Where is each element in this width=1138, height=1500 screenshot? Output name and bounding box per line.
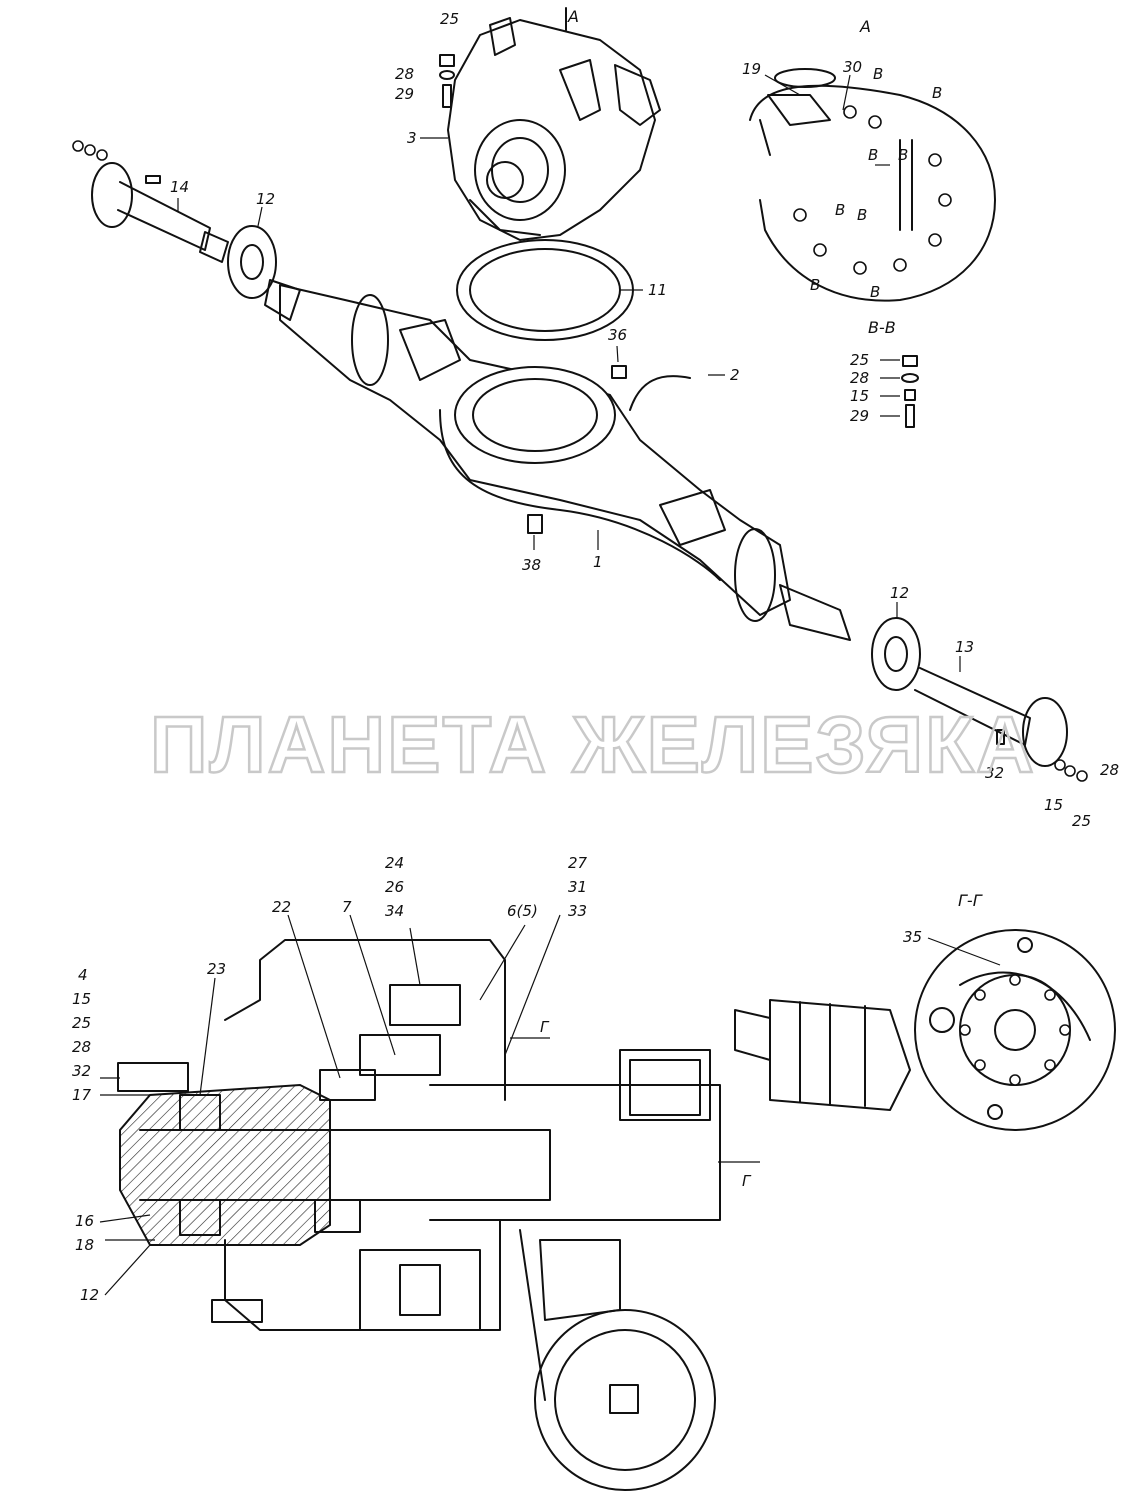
nut-25-top (439, 54, 455, 67)
callout-33: 33 (568, 902, 587, 920)
leader-lines (99, 74, 1001, 1296)
callout-12: 12 (80, 1286, 99, 1304)
stud-29-top (442, 84, 452, 108)
view-a-title: А (859, 17, 871, 36)
callout-4: 4 (78, 966, 88, 984)
plug-36 (611, 365, 627, 379)
labels: А А В-В Г-Г Г Г В В В В В В В В 25 28 29… (72, 7, 1119, 1304)
plug-38 (527, 514, 543, 534)
section-mark-b: В (868, 146, 878, 164)
section-mark-b: В (932, 84, 942, 102)
callout-28: 28 (72, 1038, 91, 1056)
callout-26: 26 (385, 878, 404, 896)
gasket-12-right (871, 617, 921, 691)
callout-15: 15 (72, 990, 91, 1008)
section-mark-b: В (810, 276, 820, 294)
final-drive-assembly (447, 7, 661, 241)
callout-28-right: 28 (1100, 761, 1119, 779)
section-mark-b: В (898, 146, 908, 164)
callout-36: 36 (608, 326, 627, 344)
hub-section-view (117, 939, 721, 1491)
arrow-g-top-label: Г (540, 1018, 550, 1036)
callout-7: 7 (342, 898, 352, 916)
brake-chamber (734, 999, 911, 1111)
section-mark-b: В (870, 283, 880, 301)
bb-callout-29: 29 (850, 407, 869, 425)
callout-6-5: 6(5) (507, 902, 538, 920)
callout-34: 34 (385, 902, 404, 920)
arrow-a-label: А (567, 7, 579, 26)
callout-27: 27 (568, 854, 588, 872)
half-shaft-13 (914, 667, 1088, 782)
callout-25-right: 25 (1072, 812, 1091, 830)
section-g-g-brake-disc (914, 929, 1116, 1131)
callout-32-right: 32 (985, 764, 1004, 782)
bb-callout-28: 28 (850, 369, 869, 387)
callout-32: 32 (72, 1062, 91, 1080)
callout-29-top: 29 (395, 85, 414, 103)
bb-callout-15: 15 (850, 387, 869, 405)
callout-12-right: 12 (890, 584, 909, 602)
callout-12-left: 12 (256, 190, 275, 208)
section-b-b-stack (901, 355, 919, 428)
callout-17: 17 (72, 1086, 92, 1104)
callout-22: 22 (272, 898, 291, 916)
callout-13: 13 (955, 638, 974, 656)
callout-23: 23 (207, 960, 226, 978)
callout-30: 30 (843, 58, 862, 76)
callout-2: 2 (730, 366, 740, 384)
callout-31: 31 (568, 878, 587, 896)
axle-housing (264, 279, 851, 641)
callout-38: 38 (522, 556, 541, 574)
section-mark-b: В (873, 65, 883, 83)
section-g-g-title: Г-Г (958, 891, 983, 910)
callout-3: 3 (407, 129, 417, 147)
section-b-b-title: В-В (868, 318, 896, 337)
callout-24: 24 (385, 854, 404, 872)
callout-25-top: 25 (440, 10, 459, 28)
callout-25: 25 (72, 1014, 91, 1032)
washer-28-top (439, 70, 455, 80)
callout-15-right: 15 (1044, 796, 1063, 814)
callout-28-top: 28 (395, 65, 414, 83)
bb-callout-25: 25 (850, 351, 869, 369)
gasket-12-left (227, 225, 277, 299)
watermark: ПЛАНЕТА ЖЕЛЕЗЯКА (150, 700, 1036, 789)
section-mark-b: В (857, 206, 867, 224)
callout-18: 18 (75, 1236, 94, 1254)
view-a (749, 68, 996, 302)
callout-16: 16 (75, 1212, 94, 1230)
callout-11: 11 (648, 281, 667, 299)
callout-1: 1 (593, 553, 603, 571)
callout-19: 19 (742, 60, 761, 78)
half-shaft-14 (72, 140, 229, 263)
callout-35: 35 (903, 928, 922, 946)
gasket-11 (456, 239, 634, 341)
section-mark-b: В (835, 201, 845, 219)
arrow-g-bottom-label: Г (742, 1172, 752, 1190)
callout-14: 14 (170, 178, 189, 196)
